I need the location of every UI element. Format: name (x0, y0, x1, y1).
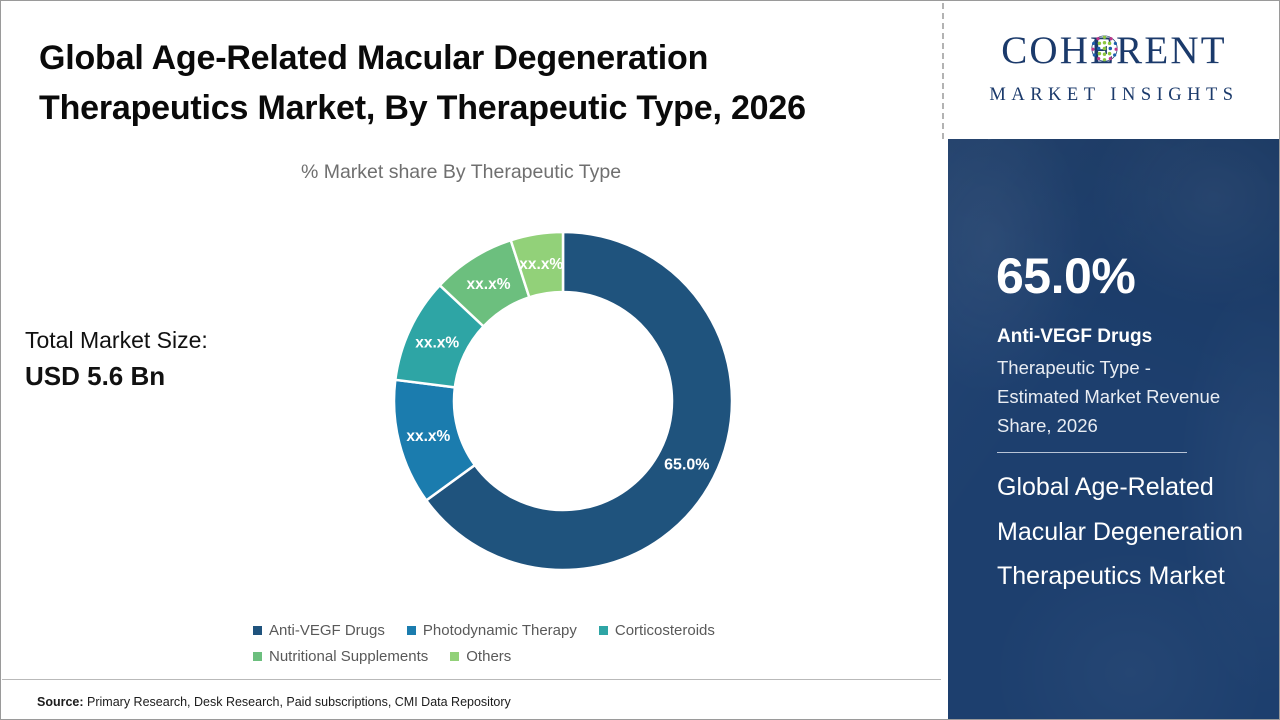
kpi-segment-name: Anti-VEGF Drugs (997, 326, 1153, 347)
legend-label: Photodynamic Therapy (422, 621, 577, 639)
legend-swatch-icon (406, 625, 416, 635)
source-note: Source: Primary Research, Desk Research,… (37, 695, 511, 709)
donut-slice-label: xx.x% (467, 276, 511, 293)
vertical-dashed-divider (942, 3, 944, 139)
chart-panel: Global Age-Related Macular Degeneration … (1, 1, 942, 719)
legend-item[interactable]: Others (450, 643, 511, 669)
legend-item[interactable]: Anti-VEGF Drugs (253, 617, 385, 643)
legend-item[interactable]: Photodynamic Therapy (406, 617, 577, 643)
source-label: Source: (37, 695, 84, 709)
total-market-value: USD 5.6 Bn (25, 360, 166, 391)
globe-icon (1091, 35, 1118, 62)
donut-slice-label: xx.x% (406, 428, 450, 445)
donut-chart: 65.0% xx.x% xx.x% xx.x% xx.x% (391, 229, 735, 573)
legend-label: Anti-VEGF Drugs (269, 621, 385, 639)
kpi-value: 65.0% (996, 248, 1136, 304)
source-divider (2, 679, 941, 680)
kpi-description: Therapeutic Type - Estimated Market Reve… (997, 357, 1221, 437)
page-title: Global Age-Related Macular Degeneration … (39, 39, 806, 128)
legend-label: Corticosteroids (614, 621, 715, 639)
kpi-panel: 65.0% Anti-VEGF Drugs Therapeutic Type -… (948, 139, 1279, 719)
legend-swatch-icon (253, 625, 262, 635)
legend-swatch-icon (450, 651, 460, 661)
chart-subtitle: % Market share By Therapeutic Type (300, 161, 622, 183)
logo-wordmark: COHERENT (1001, 29, 1227, 72)
kpi-divider (997, 452, 1187, 453)
donut-slice-label: 65.0% (664, 457, 709, 474)
legend-item[interactable]: Nutritional Supplements (253, 643, 428, 669)
source-text: Primary Research, Desk Research, Paid su… (87, 695, 511, 709)
chart-legend: Anti-VEGF Drugs Photodynamic Therapy Corti… (253, 617, 853, 669)
donut-chart-svg: 65.0% xx.x% xx.x% xx.x% xx.x% (392, 230, 734, 572)
total-market-label: Total Market Size: (25, 327, 208, 353)
legend-label: Nutritional Supplements (269, 647, 429, 665)
kpi-report-title: Global Age-Related Macular Degeneration … (997, 473, 1243, 590)
total-market-size: Total Market Size: USD 5.6 Bn (25, 325, 325, 395)
donut-slice (509, 230, 565, 299)
legend-swatch-icon (598, 625, 608, 635)
legend-swatch-icon (253, 651, 262, 661)
donut-slice (424, 230, 734, 572)
logo-tagline: MARKET INSIGHTS (989, 85, 1239, 105)
legend-item[interactable]: Corticosteroids (598, 617, 715, 643)
donut-slice-label: xx.x% (415, 334, 459, 351)
brand-logo: COHERENT (948, 2, 1279, 139)
legend-label: Others (466, 647, 512, 665)
donut-slice-label: xx.x% (519, 256, 563, 273)
